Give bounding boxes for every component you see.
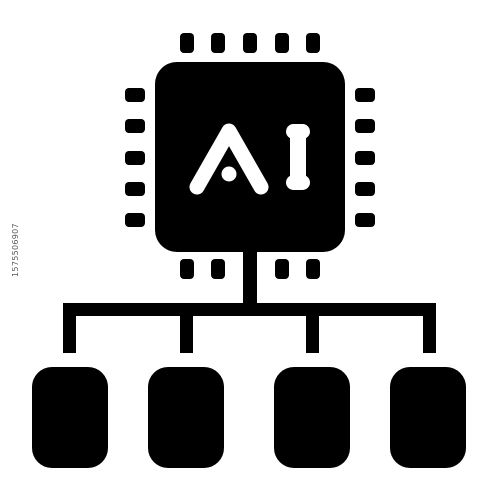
network-node: [148, 367, 224, 468]
chip-pin: [355, 213, 375, 227]
stock-id-watermark: 1575506907: [11, 223, 20, 277]
chip-pin: [125, 119, 145, 133]
network-node: [32, 367, 108, 468]
chip-pin: [275, 33, 289, 53]
drop-line: [63, 303, 76, 353]
chip-pin: [355, 182, 375, 196]
chip-pin: [125, 213, 145, 227]
letter-a-dot: [221, 166, 237, 182]
chip-pins-top: [180, 33, 320, 53]
chip-pin: [125, 182, 145, 196]
chip-pin: [306, 259, 320, 279]
network-connectors: [63, 252, 436, 353]
chip-pin: [180, 259, 194, 279]
chip-pin: [125, 88, 145, 102]
chip-pin: [355, 151, 375, 165]
branch-line: [63, 303, 436, 316]
chip-pin: [355, 88, 375, 102]
chip-pin: [275, 259, 289, 279]
chip-pin: [211, 33, 225, 53]
network-node: [274, 367, 350, 468]
chip-pins-bottom: [180, 259, 320, 279]
chip-pin: [125, 151, 145, 165]
drop-line: [423, 303, 436, 353]
network-nodes: [32, 367, 466, 468]
trunk-line: [243, 252, 257, 308]
letter-a-glyph: [189, 123, 269, 195]
letter-i-glyph: [286, 124, 310, 190]
chip-pin: [243, 33, 257, 53]
network-node: [390, 367, 466, 468]
drop-line: [180, 303, 193, 353]
chip-pins-left: [125, 88, 145, 227]
ai-label: [189, 123, 310, 195]
chip-pin: [306, 33, 320, 53]
drop-line: [306, 303, 319, 353]
chip-pin: [355, 119, 375, 133]
chip-pin: [180, 33, 194, 53]
chip-pins-right: [355, 88, 375, 227]
chip-pin: [211, 259, 225, 279]
